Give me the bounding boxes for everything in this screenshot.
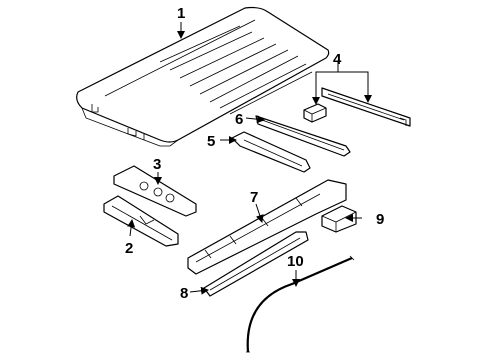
corner-bracket [321,205,357,233]
side-reinforcement [187,179,347,275]
callout-2: 2 [125,240,133,257]
inner-front-rail [231,131,311,173]
callout-7: 7 [250,189,258,206]
rail-bracket [303,103,327,123]
callout-9: 9 [376,211,384,228]
lower-side-rail [203,231,309,297]
callout-8: 8 [180,285,188,302]
callout-5: 5 [207,133,215,150]
roof-bow [113,165,197,217]
leader-lines [127,22,372,295]
weatherstrip [246,255,355,353]
roof-side-rail [321,87,411,127]
callout-6: 6 [235,111,243,128]
callouts: 1 2 3 4 5 6 7 8 9 10 [125,5,384,302]
roof-panel [76,6,330,147]
callout-1: 1 [177,5,185,22]
lower-roof-bow [103,195,179,247]
callout-10: 10 [287,253,304,270]
callout-3: 3 [153,156,161,173]
callout-4: 4 [333,51,342,68]
